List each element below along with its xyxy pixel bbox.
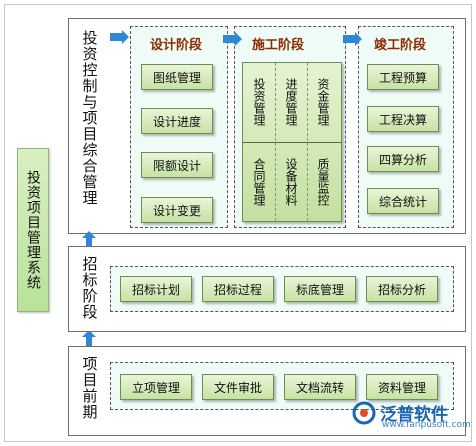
watermark-logo: 泛普软件 www.fanpusoft.com: [352, 400, 471, 430]
construction-grid-divider: [243, 142, 341, 143]
prelim-section-label: 项目前期: [80, 356, 99, 420]
construction-cell: 设备材料: [275, 143, 308, 221]
construction-stage-title: 施工阶段: [252, 38, 305, 53]
arrow-up-icon: [82, 330, 96, 346]
logo-name: 泛普软件: [380, 405, 448, 425]
design-stage-title: 设计阶段: [150, 38, 203, 53]
bidding-item: 招标计划: [120, 276, 192, 302]
arrow-right-icon: [343, 32, 362, 46]
logo-icon: [352, 401, 376, 424]
completion-item: 综合统计: [367, 188, 439, 214]
control-section-label: 投资控制与项目综合管理: [80, 30, 99, 206]
construction-cell: 资金管理: [316, 78, 330, 126]
arrow-right-icon: [223, 32, 242, 46]
construction-cell: 进度管理: [275, 63, 308, 141]
arrow-right-icon: [110, 30, 129, 44]
system-label: 投资项目管理系统: [25, 170, 41, 290]
design-item: 设计变更: [141, 197, 213, 223]
completion-stage-title: 竣工阶段: [374, 38, 427, 53]
design-item: 图纸管理: [141, 64, 213, 90]
bidding-item: 招标过程: [202, 276, 274, 302]
arrow-up-icon: [82, 231, 96, 247]
prelim-section-label-box: 项目前期: [72, 356, 106, 428]
logo-url: www.fanpusoft.com: [382, 420, 471, 430]
completion-item: 工程决算: [367, 106, 439, 132]
construction-cell: 质量监控: [316, 158, 330, 206]
bidding-section-label: 招标阶段: [80, 256, 99, 320]
bidding-item: 招标分析: [366, 276, 438, 302]
prelim-item: 立项管理: [120, 374, 192, 400]
prelim-item: 资料管理: [366, 374, 438, 400]
prelim-item: 文档流转: [284, 374, 356, 400]
construction-cell: 投资管理: [243, 63, 276, 141]
control-section-label-box: 投资控制与项目综合管理: [72, 30, 106, 220]
prelim-item: 文件审批: [202, 374, 274, 400]
design-item: 设计进度: [141, 108, 213, 134]
system-label-box: 投资项目管理系统: [17, 148, 49, 312]
completion-item: 四算分析: [367, 146, 439, 172]
completion-item: 工程预算: [367, 64, 439, 90]
bidding-item: 标底管理: [284, 276, 356, 302]
construction-grid: 投资管理 进度管理 资金管理 合同管理 设备材料 质量监控: [242, 62, 342, 222]
design-item: 限额设计: [141, 152, 213, 178]
bidding-section-label-box: 招标阶段: [72, 256, 106, 324]
construction-cell: 合同管理: [243, 143, 276, 221]
